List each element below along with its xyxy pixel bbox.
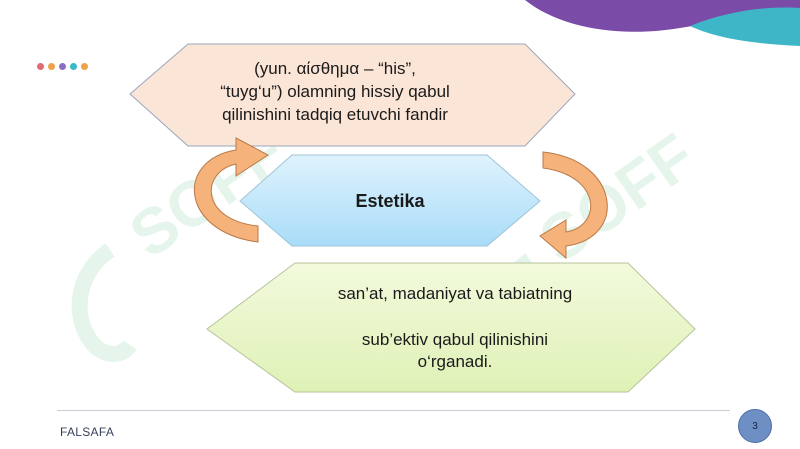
top-definition-text: (yun. αίσθημα – “his”, “tuyg‘u”) olamnin… [170, 57, 500, 126]
top-definition-box [129, 43, 576, 147]
corner-decoration-teal [690, 7, 800, 46]
bottom-line: san’at, madaniyat va tabiatning [337, 284, 573, 303]
bottom-line: sub’ektiv qabul qilinishini [361, 330, 549, 349]
dot-icon [48, 63, 55, 70]
top-line: qilinishini tadqiq etuvchi fandir [222, 105, 448, 124]
top-line: (yun. αίσθημα – “his”, [254, 59, 416, 78]
bottom-description-box [206, 262, 696, 393]
right-curved-arrow [539, 151, 608, 260]
dot-icon [70, 63, 77, 70]
bottom-line: o‘rganadi. [417, 352, 493, 371]
top-line: “tuyg‘u”) olamning hissiy qabul [220, 82, 450, 101]
left-curved-arrow [193, 137, 269, 243]
bottom-description-text: san’at, madaniyat va tabiatning sub’ekti… [270, 283, 640, 373]
watermark-text: SOFF [527, 120, 708, 277]
corner-decoration-purple [525, 0, 800, 32]
center-topic-label: Estetika [355, 191, 425, 211]
footer-divider [57, 410, 730, 411]
dot-icon [37, 63, 44, 70]
page-number-badge: 3 [738, 409, 772, 443]
footer-label: FALSAFA [60, 425, 115, 439]
dot-icon [59, 63, 66, 70]
dot-icon [81, 63, 88, 70]
center-topic-box [239, 154, 541, 247]
decorative-dots [37, 63, 88, 70]
